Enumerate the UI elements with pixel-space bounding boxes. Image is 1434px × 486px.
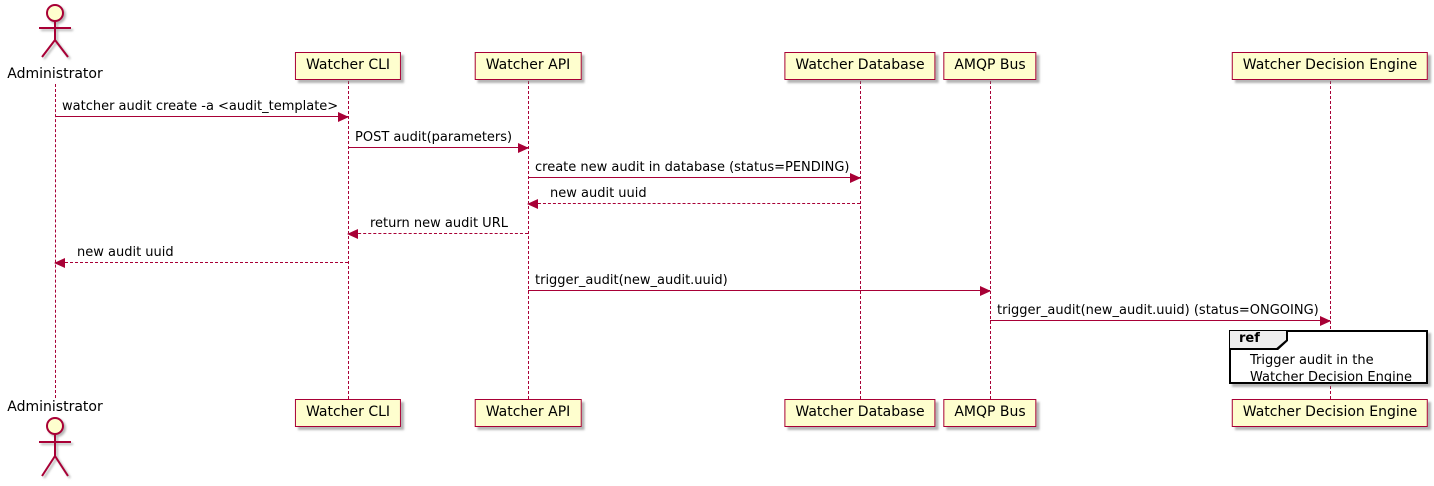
message-label: trigger_audit(new_audit.uuid) [535,273,728,288]
message-7: trigger_audit(new_audit.uuid) [528,271,991,296]
message-line [55,262,348,263]
message-label: trigger_audit(new_audit.uuid) (status=ON… [997,303,1319,318]
message-label: create new audit in database (status=PEN… [535,160,850,175]
participant-bottom-watcher-decision-engine: Watcher Decision Engine [1231,399,1429,427]
message-line [528,290,990,291]
actor-icon-bottom [35,416,75,482]
arrowhead-right-icon [850,173,861,183]
actor-label-bottom: Administrator [7,399,103,415]
lifeline-watcher-decision-engine [1329,81,1331,399]
lifeline-watcher-database [859,81,861,399]
message-5: return new audit URL [347,214,528,239]
message-2: POST audit(parameters) [348,128,529,153]
arrowhead-right-icon [980,286,991,296]
ref-keyword: ref [1239,331,1260,346]
message-4: new audit uuid [527,184,860,209]
participant-top-amqp-bus: AMQP Bus [943,52,1037,80]
message-line [55,116,348,117]
ref-header: ref [1230,331,1288,350]
message-label: new audit uuid [550,186,647,201]
lifeline-administrator [54,84,56,398]
arrowhead-left-icon [54,258,65,268]
message-3: create new audit in database (status=PEN… [528,158,861,183]
message-label: POST audit(parameters) [355,130,513,145]
arrowhead-right-icon [518,143,529,153]
message-line [528,203,860,204]
message-8: trigger_audit(new_audit.uuid) (status=ON… [990,301,1331,326]
message-label: new audit uuid [77,245,174,260]
ref-body: Trigger audit in the Watcher Decision En… [1250,352,1412,386]
lifeline-amqp-bus [989,81,991,399]
lifeline-watcher-cli [347,81,349,399]
stick-figure-icon [39,417,71,477]
message-line [348,147,528,148]
arrowhead-left-icon [527,199,538,209]
actor-label-top: Administrator [7,66,103,82]
participant-bottom-watcher-cli: Watcher CLI [294,399,402,427]
participant-top-watcher-api: Watcher API [474,52,582,80]
ref-header-fill [1230,331,1286,348]
ref-body-line: Trigger audit in the [1250,353,1374,368]
participant-bottom-watcher-api: Watcher API [474,399,582,427]
ref-body-line: Watcher Decision Engine [1250,370,1412,385]
message-line [528,177,860,178]
ref-fragment: ref Trigger audit in the Watcher Decisio… [1229,330,1428,386]
arrowhead-left-icon [347,229,358,239]
participant-top-watcher-cli: Watcher CLI [294,52,402,80]
message-label: return new audit URL [370,216,508,231]
message-1: watcher audit create -a <audit_template> [55,97,349,122]
participant-top-watcher-decision-engine: Watcher Decision Engine [1231,52,1429,80]
arrowhead-right-icon [338,112,349,122]
arrowhead-right-icon [1320,316,1331,326]
message-line [348,233,528,234]
participant-bottom-amqp-bus: AMQP Bus [943,399,1037,427]
message-line [990,320,1330,321]
actor-icon-top [35,3,75,63]
participant-bottom-watcher-database: Watcher Database [784,399,936,427]
message-label: watcher audit create -a <audit_template> [62,99,339,114]
stick-figure-icon [39,4,71,58]
participant-top-watcher-database: Watcher Database [784,52,936,80]
message-6: new audit uuid [54,243,348,268]
lifeline-watcher-api [527,81,529,399]
